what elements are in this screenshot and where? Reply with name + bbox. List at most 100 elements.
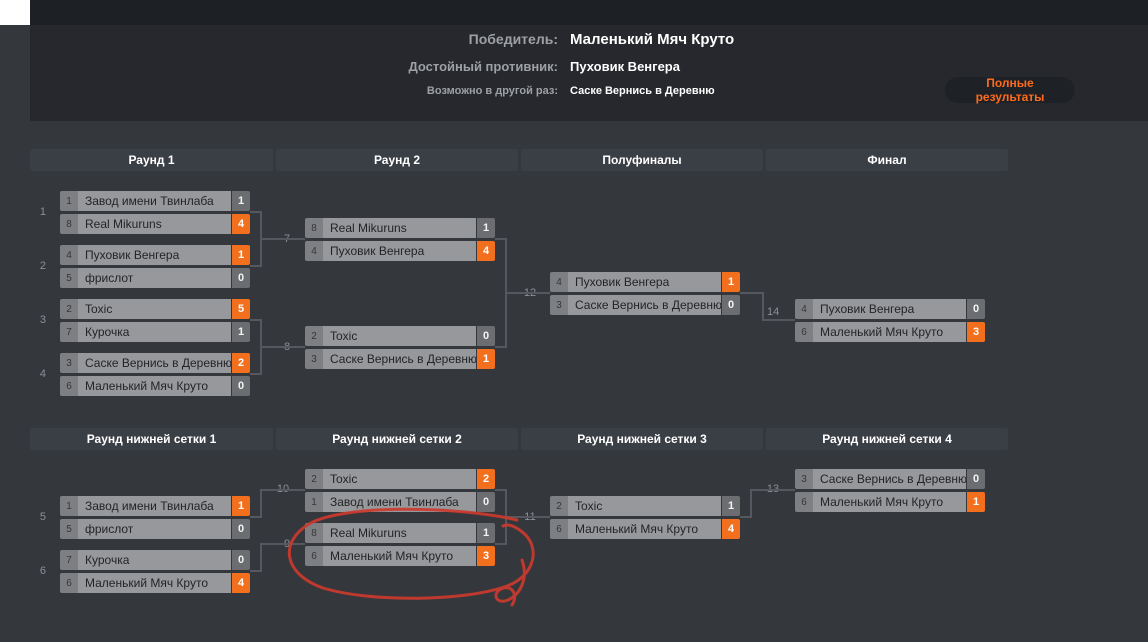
match-9[interactable]: 8 Real Mikuruns 1 6 Маленький Мяч Круто … xyxy=(305,523,495,566)
match-number: 6 xyxy=(39,565,46,577)
team-row[interactable]: 8 Real Mikuruns 4 xyxy=(60,214,250,234)
top-bar xyxy=(30,0,1148,25)
team-row[interactable]: 2 Toxic 5 xyxy=(60,299,250,319)
team-row[interactable]: 8 Real Mikuruns 1 xyxy=(305,218,495,238)
match-13[interactable]: 3 Саске Вернись в Деревню 0 6 Маленький … xyxy=(795,469,985,512)
team-row[interactable]: 3 Саске Вернись в Деревню 2 xyxy=(60,353,250,373)
seed-badge: 3 xyxy=(305,349,323,369)
score-badge: 1 xyxy=(722,272,740,292)
seed-badge: 2 xyxy=(305,469,323,489)
round-header-lower-4: Раунд нижней сетки 4 xyxy=(766,428,1008,450)
match-14[interactable]: 4 Пуховик Венгера 0 6 Маленький Мяч Крут… xyxy=(795,299,985,342)
team-row[interactable]: 5 фрислот 0 xyxy=(60,519,250,539)
match-2[interactable]: 4 Пуховик Венгера 1 5 фрислот 0 xyxy=(60,245,250,288)
score-badge: 4 xyxy=(477,241,495,261)
team-name: фрислот xyxy=(78,268,231,288)
team-name: Маленький Мяч Круто xyxy=(813,322,966,342)
team-row[interactable]: 4 Пуховик Венгера 1 xyxy=(550,272,740,292)
team-row[interactable]: 3 Саске Вернись в Деревню 1 xyxy=(305,349,495,369)
seed-badge: 8 xyxy=(305,523,323,543)
team-row[interactable]: 2 Toxic 0 xyxy=(305,326,495,346)
score-badge: 1 xyxy=(477,523,495,543)
team-row[interactable]: 2 Toxic 2 xyxy=(305,469,495,489)
score-badge: 1 xyxy=(232,496,250,516)
match-8[interactable]: 2 Toxic 0 3 Саске Вернись в Деревню 1 xyxy=(305,326,495,369)
match-number: 3 xyxy=(39,314,46,326)
match-3[interactable]: 2 Toxic 5 7 Курочка 1 xyxy=(60,299,250,342)
match-5[interactable]: 1 Завод имени Твинлаба 1 5 фрислот 0 xyxy=(60,496,250,539)
seed-badge: 6 xyxy=(60,376,78,396)
score-badge: 0 xyxy=(477,492,495,512)
team-row[interactable]: 1 Завод имени Твинлаба 1 xyxy=(60,496,250,516)
team-name: Курочка xyxy=(78,322,231,342)
team-row[interactable]: 6 Маленький Мяч Круто 3 xyxy=(795,322,985,342)
team-row[interactable]: 4 Пуховик Венгера 4 xyxy=(305,241,495,261)
full-results-button[interactable]: Полные результаты xyxy=(945,76,1075,104)
score-badge: 2 xyxy=(477,469,495,489)
score-badge: 0 xyxy=(477,326,495,346)
team-name: Toxic xyxy=(568,496,721,516)
match-10[interactable]: 2 Toxic 2 1 Завод имени Твинлаба 0 xyxy=(305,469,495,512)
bracket-connector xyxy=(505,292,550,294)
team-row[interactable]: 1 Завод имени Твинлаба 1 xyxy=(60,191,250,211)
runner-up-row: Достойный противник: Пуховик Венгера xyxy=(30,59,1148,74)
match-number: 4 xyxy=(39,368,46,380)
team-row[interactable]: 6 Маленький Мяч Круто 1 xyxy=(795,492,985,512)
score-badge: 0 xyxy=(232,268,250,288)
team-row[interactable]: 3 Саске Вернись в Деревню 0 xyxy=(550,295,740,315)
team-name: Саске Вернись в Деревню xyxy=(78,353,231,373)
match-4[interactable]: 3 Саске Вернись в Деревню 2 6 Маленький … xyxy=(60,353,250,396)
bracket-connector xyxy=(250,319,262,321)
seed-badge: 2 xyxy=(60,299,78,319)
third-place-value: Саске Вернись в Деревню xyxy=(570,85,715,97)
score-badge: 2 xyxy=(232,353,250,373)
team-row[interactable]: 3 Саске Вернись в Деревню 0 xyxy=(795,469,985,489)
team-name: Пуховик Венгера xyxy=(568,272,721,292)
match-12[interactable]: 4 Пуховик Венгера 1 3 Саске Вернись в Де… xyxy=(550,272,740,315)
match-number: 2 xyxy=(39,260,46,272)
team-row[interactable]: 6 Маленький Мяч Круто 0 xyxy=(60,376,250,396)
team-row[interactable]: 4 Пуховик Венгера 1 xyxy=(60,245,250,265)
runner-up-label: Достойный противник: xyxy=(408,59,558,74)
bracket-connector xyxy=(250,516,262,518)
team-row[interactable]: 6 Маленький Мяч Круто 3 xyxy=(305,546,495,566)
seed-badge: 7 xyxy=(60,322,78,342)
bracket-connector xyxy=(250,570,262,572)
match-1[interactable]: 1 Завод имени Твинлаба 1 8 Real Mikuruns… xyxy=(60,191,250,234)
score-badge: 1 xyxy=(967,492,985,512)
match-number: 14 xyxy=(767,306,780,318)
match-7[interactable]: 8 Real Mikuruns 1 4 Пуховик Венгера 4 xyxy=(305,218,495,261)
score-badge: 1 xyxy=(477,218,495,238)
team-name: Маленький Мяч Круто xyxy=(78,573,231,593)
bracket-connector xyxy=(260,543,262,572)
team-row[interactable]: 6 Маленький Мяч Круто 4 xyxy=(60,573,250,593)
team-name: Саске Вернись в Деревню xyxy=(323,349,476,369)
team-row[interactable]: 7 Курочка 0 xyxy=(60,550,250,570)
team-name: Пуховик Венгера xyxy=(78,245,231,265)
team-row[interactable]: 2 Toxic 1 xyxy=(550,496,740,516)
score-badge: 4 xyxy=(232,573,250,593)
team-name: Пуховик Венгера xyxy=(813,299,966,319)
seed-badge: 6 xyxy=(795,492,813,512)
seed-badge: 4 xyxy=(550,272,568,292)
score-badge: 0 xyxy=(232,519,250,539)
runner-up-value: Пуховик Венгера xyxy=(570,59,680,74)
seed-badge: 3 xyxy=(60,353,78,373)
winner-label: Победитель: xyxy=(468,31,558,47)
match-6[interactable]: 7 Курочка 0 6 Маленький Мяч Круто 4 xyxy=(60,550,250,593)
bracket-connector xyxy=(260,346,305,348)
round-header-lower-1: Раунд нижней сетки 1 xyxy=(30,428,273,450)
team-row[interactable]: 8 Real Mikuruns 1 xyxy=(305,523,495,543)
team-row[interactable]: 6 Маленький Мяч Круто 4 xyxy=(550,519,740,539)
team-row[interactable]: 4 Пуховик Венгера 0 xyxy=(795,299,985,319)
team-name: Toxic xyxy=(78,299,231,319)
team-row[interactable]: 1 Завод имени Твинлаба 0 xyxy=(305,492,495,512)
score-badge: 5 xyxy=(232,299,250,319)
team-row[interactable]: 7 Курочка 1 xyxy=(60,322,250,342)
team-row[interactable]: 5 фрислот 0 xyxy=(60,268,250,288)
bracket-connector xyxy=(260,489,262,518)
seed-badge: 2 xyxy=(550,496,568,516)
winner-row: Победитель: Маленький Мяч Круто xyxy=(30,31,1148,48)
seed-badge: 6 xyxy=(60,573,78,593)
match-11[interactable]: 2 Toxic 1 6 Маленький Мяч Круто 4 xyxy=(550,496,740,539)
